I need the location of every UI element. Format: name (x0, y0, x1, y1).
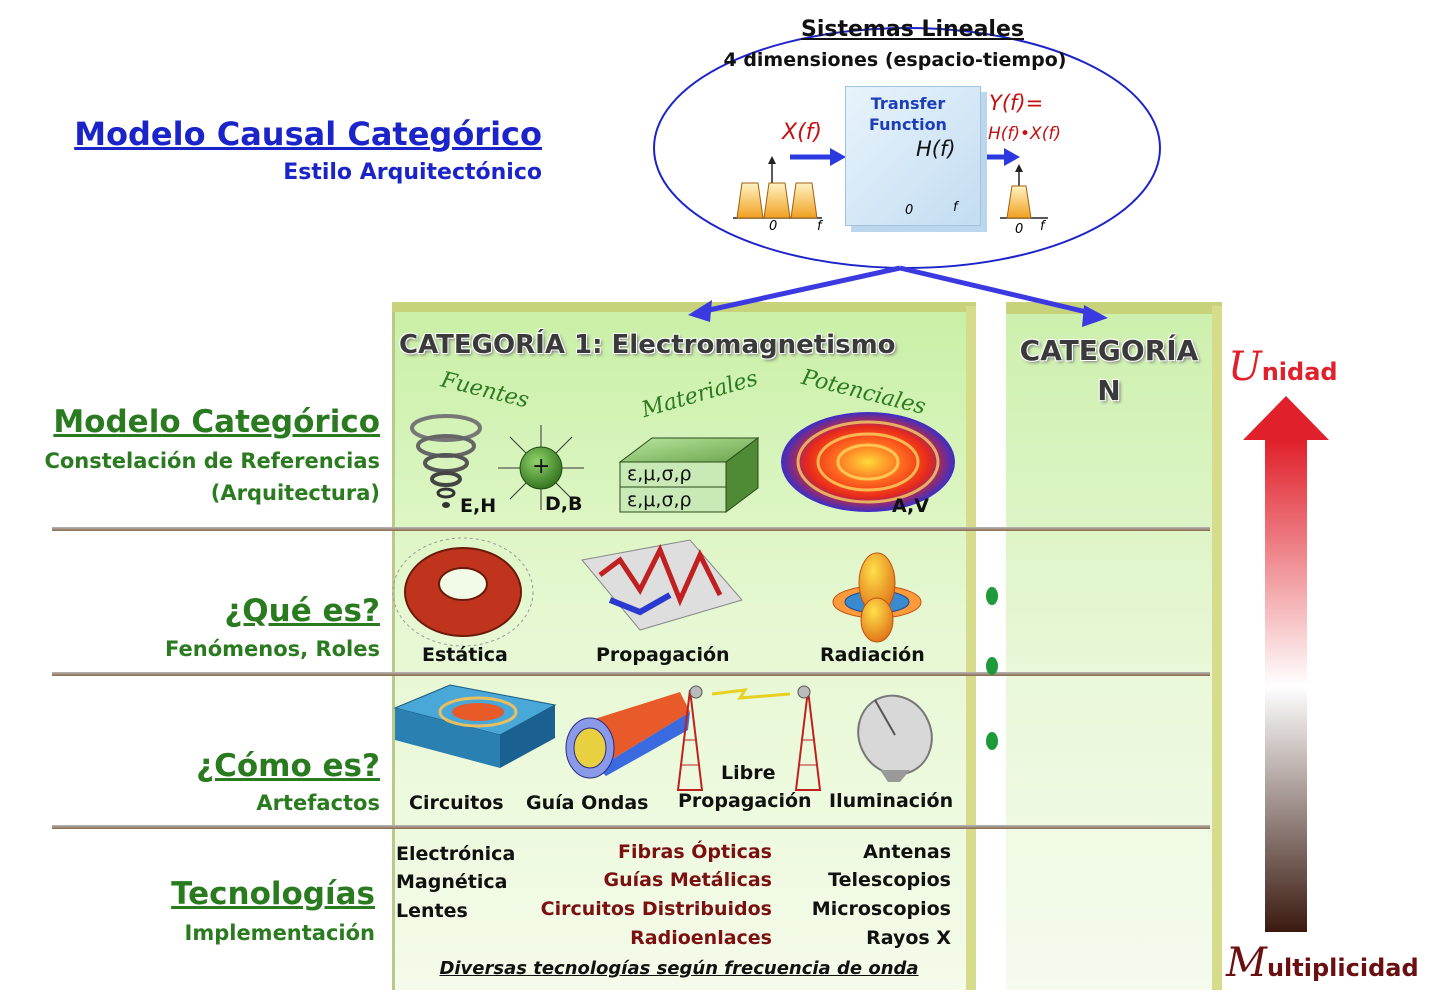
db-label: D,B (545, 493, 583, 515)
row-subtitle-artifacts: Artefactos (256, 791, 380, 815)
category-n-panel-side (1212, 306, 1222, 990)
artifact-free-line2: Propagación (678, 790, 812, 812)
material-params-top: ε,μ,σ,ρ (627, 463, 692, 485)
linear-systems-subtitle: 4 dimensiones (espacio-tiempo) (723, 49, 1067, 71)
phenomenon-radiation: Radiación (820, 644, 925, 666)
tech-radio-links: Radioenlaces (630, 927, 772, 949)
input-axis-zero: 0 (769, 219, 778, 234)
plus-sign: + (532, 454, 551, 479)
tech-telescopes: Telescopios (828, 869, 951, 891)
linear-systems-title: Sistemas Lineales (801, 17, 1024, 42)
tornado-icon (410, 414, 482, 508)
unity-initial: U (1228, 344, 1262, 390)
output-signal-label: Y(f)= (989, 91, 1044, 115)
tech-optical-fibers: Fibras Ópticas (618, 841, 772, 863)
row-title-technologies: Tecnologías (171, 876, 375, 912)
input-spectrum (733, 156, 822, 219)
unity-rest: nidad (1261, 358, 1338, 386)
output-formula-label: H(f)•X(f) (988, 124, 1061, 144)
unity-multiplicity-arrow (1243, 396, 1329, 932)
transfer-h-label: H(f) (916, 137, 956, 161)
phenomenon-static: Estática (422, 644, 508, 666)
category-1-panel-side (966, 306, 976, 990)
radio-tower-icon (794, 685, 822, 791)
tech-antennas: Antenas (863, 841, 951, 863)
circuit-board-icon (393, 684, 557, 768)
technologies-footer: Diversas tecnologías según frecuencia de… (439, 958, 919, 979)
tech-distributed-circuits: Circuitos Distribuidos (540, 898, 772, 920)
output-axis-f: f (1040, 219, 1045, 234)
tech-lenses: Lentes (396, 900, 468, 922)
row-divider (52, 672, 1210, 676)
tech-electronics: Electrónica (396, 843, 516, 865)
ellipsis-dot (986, 657, 998, 675)
potential-ripple-icon (781, 412, 955, 512)
material-params-bottom: ε,μ,σ,ρ (627, 489, 692, 511)
tech-xrays: Rayos X (866, 927, 951, 949)
radio-tower-icon (676, 685, 704, 791)
category-1-panel-top (392, 302, 976, 314)
artifact-illumination: Iluminación (829, 790, 954, 812)
output-axis-zero: 0 (1015, 222, 1024, 237)
category-n-title-line1: CATEGORÍA (1019, 334, 1199, 367)
category-n-title-line2: N (1097, 374, 1121, 407)
row-divider (52, 825, 1210, 829)
category-1-title: CATEGORÍA 1: Electromagnetismo (399, 330, 896, 360)
artifact-free-line1: Libre (721, 762, 776, 784)
arrow-to-category-1 (699, 265, 901, 315)
row-divider (52, 527, 1210, 531)
tech-metal-guides: Guías Metálicas (603, 869, 773, 891)
row-title-how-is: ¿Cómo es? (196, 748, 380, 784)
tech-magnetics: Magnética (396, 871, 508, 893)
multiplicity-initial: M (1226, 940, 1267, 986)
satellite-dish-icon (857, 694, 933, 782)
transfer-label-line2: Function (869, 115, 947, 134)
waveguide-icon (565, 692, 690, 779)
main-subtitle: Estilo Arquitectónico (283, 160, 542, 185)
transfer-function-box (845, 86, 981, 226)
input-axis-f: f (817, 219, 822, 234)
artifact-waveguide: Guía Ondas (526, 792, 649, 814)
charge-icon (498, 425, 584, 510)
row-subtitle-references: Constelación de Referencias (44, 449, 380, 473)
transfer-label-line1: Transfer (870, 94, 946, 113)
multiplicity-label: Multiplicidad (1226, 940, 1419, 986)
category-n-panel (1006, 314, 1212, 990)
multiplicity-rest: ultiplicidad (1266, 954, 1419, 982)
input-signal-label: X(f) (782, 120, 822, 145)
row-subtitle-implementation: Implementación (184, 921, 375, 945)
tech-microscopes: Microscopios (811, 898, 951, 920)
radiation-pattern-icon (832, 552, 922, 643)
artifact-circuits: Circuitos (409, 792, 504, 814)
row-subtitle-architecture: (Arquitectura) (210, 481, 380, 505)
row-title-categorical-model: Modelo Categórico (53, 404, 380, 440)
av-label: A,V (892, 495, 929, 517)
row-subtitle-phenomena: Fenómenos, Roles (165, 637, 380, 661)
phenomenon-propagation: Propagación (596, 644, 730, 666)
arrow-to-category-n (899, 265, 1096, 317)
arrow-to-category-1-head (688, 300, 712, 322)
toroid-icon (392, 537, 534, 647)
material-block-icon (618, 437, 760, 513)
arrow-to-category-n-head (1082, 305, 1108, 327)
transfer-axis-f: f (953, 200, 958, 215)
ellipsis-dot (986, 732, 998, 750)
unity-label: Unidad (1228, 344, 1338, 390)
lightning-link-icon (711, 688, 791, 700)
propagation-surface-icon (581, 539, 743, 631)
transfer-axis-zero: 0 (905, 203, 914, 218)
output-spectrum (1000, 164, 1048, 219)
main-title: Modelo Causal Categórico (74, 115, 542, 153)
row-title-what-is: ¿Qué es? (224, 593, 380, 629)
eh-label: E,H (460, 495, 497, 517)
ellipsis-dot (986, 587, 998, 605)
